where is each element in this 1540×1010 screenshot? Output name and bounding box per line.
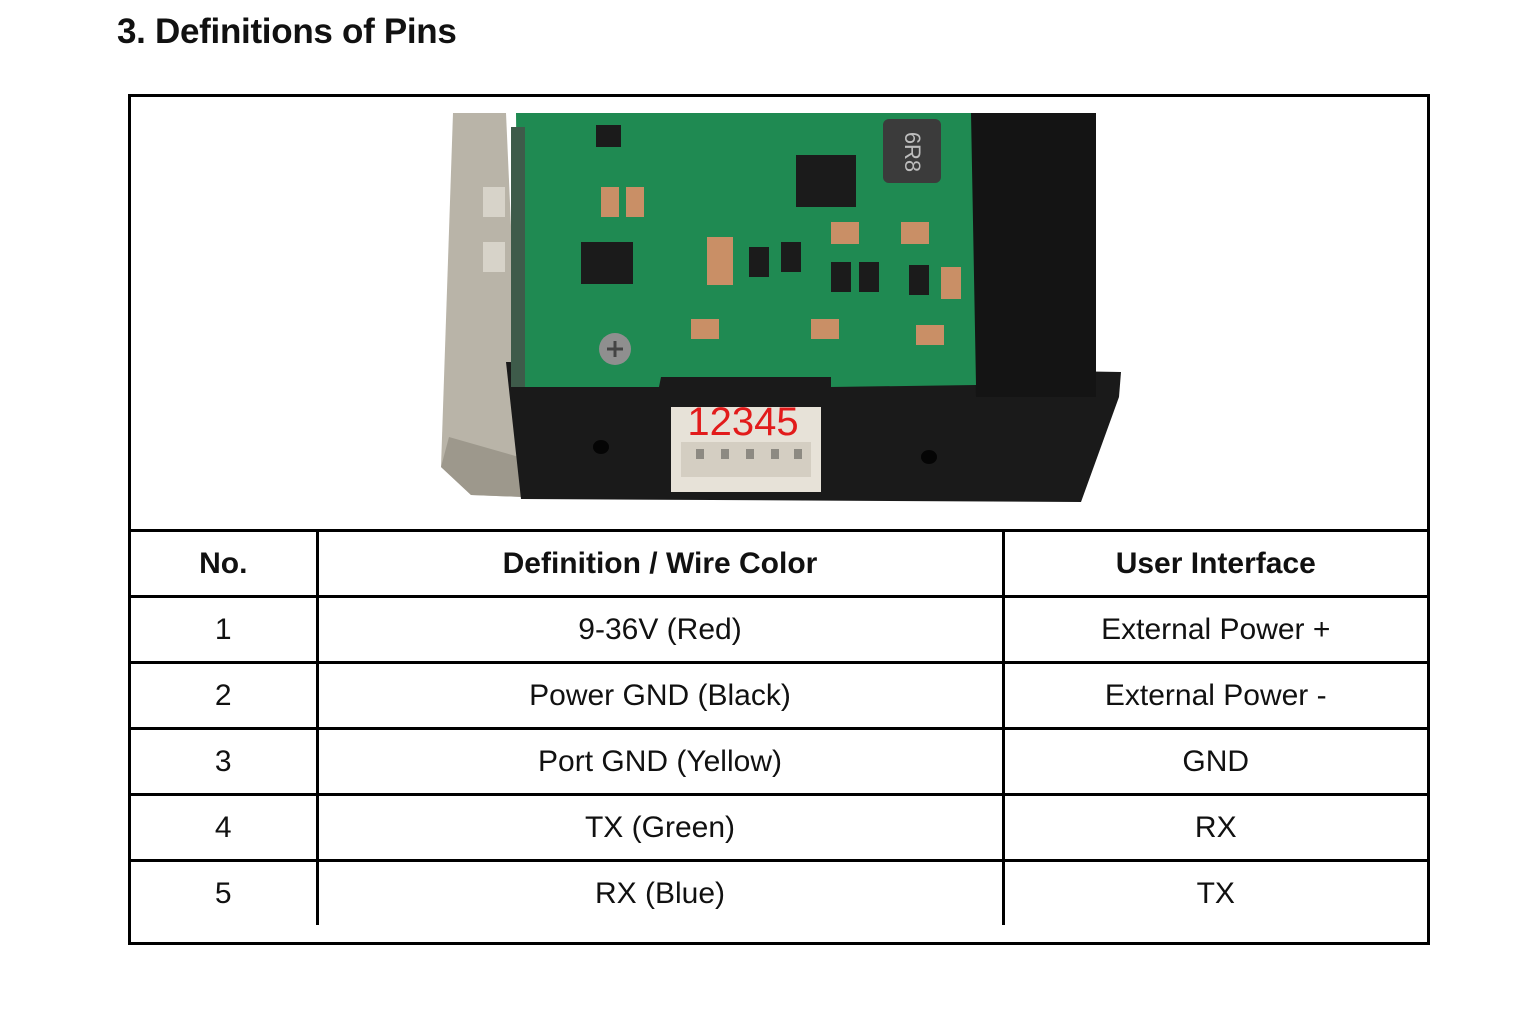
header-no: No. (131, 529, 319, 598)
black-side-block (966, 113, 1096, 397)
pin-user-interface: External Power + (1001, 595, 1427, 664)
qfn-chip (796, 155, 856, 207)
section-number: 3. (117, 12, 146, 51)
soic-chip (581, 242, 633, 284)
inductor (883, 119, 941, 183)
header-user-interface: User Interface (1001, 529, 1427, 598)
connector-pin-label: 12345 (687, 400, 798, 444)
pin-number: 5 (131, 859, 319, 925)
section-heading: 3. Definitions of Pins (117, 12, 457, 52)
pin-number: 1 (131, 595, 319, 664)
table-row: 1 9-36V (Red) External Power + (131, 595, 1427, 664)
header-definition: Definition / Wire Color (315, 529, 1005, 598)
pin-user-interface: GND (1001, 727, 1427, 796)
pin-number: 3 (131, 727, 319, 796)
pin-user-interface: External Power - (1001, 661, 1427, 730)
pin-definition: Power GND (Black) (315, 661, 1005, 730)
inductor-marking: 6R8 (900, 132, 925, 172)
pin-number: 2 (131, 661, 319, 730)
table-row: 4 TX (Green) RX (131, 793, 1427, 862)
pin-definition: TX (Green) (315, 793, 1005, 862)
pin-table: No. Definition / Wire Color User Interfa… (131, 529, 1427, 925)
pin-definition: Port GND (Yellow) (315, 727, 1005, 796)
pin-user-interface: TX (1001, 859, 1427, 925)
table-row: 5 RX (Blue) TX (131, 859, 1427, 925)
table-row: 2 Power GND (Black) External Power - (131, 661, 1427, 730)
pin-definition: 9-36V (Red) (315, 595, 1005, 664)
pin-number: 4 (131, 793, 319, 862)
module-photo-cell: 6R8 (131, 97, 1427, 529)
table-row: 3 Port GND (Yellow) GND (131, 727, 1427, 796)
module-photo: 6R8 (441, 113, 1121, 502)
pin-definition-table-frame: 6R8 (128, 94, 1430, 945)
table-header-row: No. Definition / Wire Color User Interfa… (131, 529, 1427, 598)
pcb-board (516, 113, 976, 387)
section-title: Definitions of Pins (155, 12, 457, 51)
pin-user-interface: RX (1001, 793, 1427, 862)
pin-definition: RX (Blue) (315, 859, 1005, 925)
